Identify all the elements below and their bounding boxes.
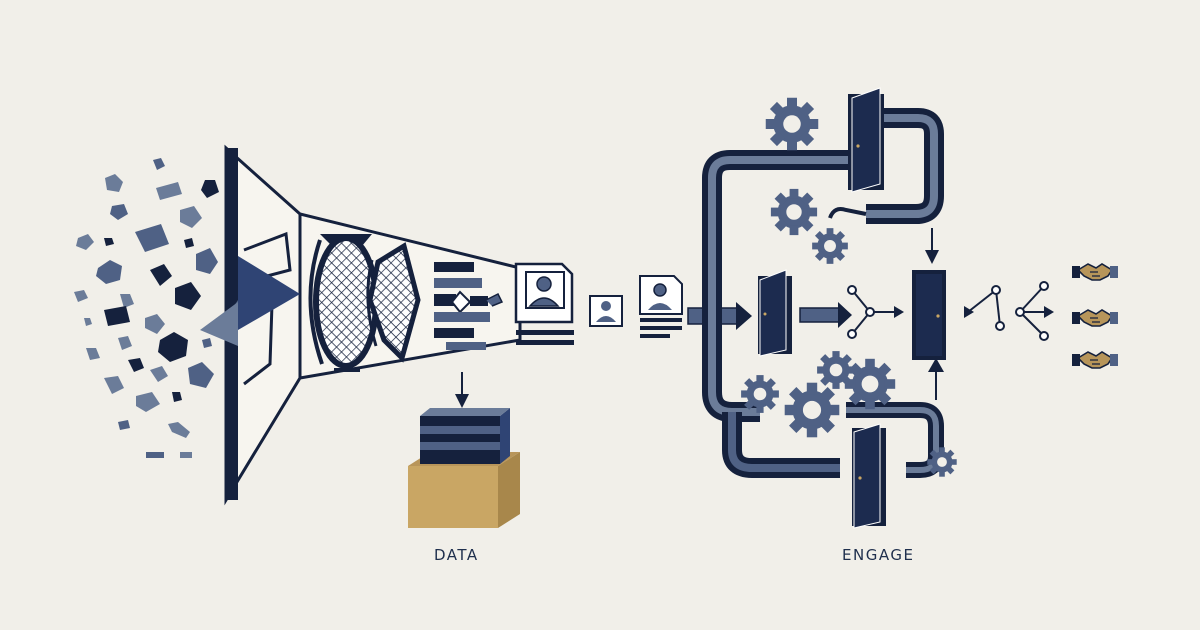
profile-document-icon bbox=[639, 275, 683, 338]
process-pipe bbox=[702, 108, 944, 478]
storage-box-icon bbox=[408, 408, 520, 528]
mesh-filter-icon bbox=[308, 234, 379, 372]
handshake-icon bbox=[1071, 263, 1119, 281]
branch-node-icon bbox=[964, 285, 1005, 331]
scattered-data-fragments-icon bbox=[74, 158, 219, 458]
stage-label-data: DATA bbox=[434, 546, 479, 564]
door-icon bbox=[912, 270, 946, 360]
profile-document-icon bbox=[514, 262, 574, 345]
stage-label-engage: ENGAGE bbox=[842, 546, 915, 564]
processing-unit-icon bbox=[434, 262, 504, 350]
door-icon bbox=[848, 87, 884, 193]
branch-node-icon bbox=[847, 285, 904, 339]
arrow-down-icon bbox=[455, 372, 469, 408]
branch-node-icon bbox=[1015, 281, 1054, 341]
door-icon bbox=[852, 423, 886, 529]
profile-document-icon bbox=[589, 295, 623, 327]
arrow-right-icon bbox=[799, 302, 852, 328]
mesh-filter-icon bbox=[366, 242, 421, 363]
handshake-icon bbox=[1071, 309, 1119, 327]
door-icon bbox=[758, 269, 792, 357]
handshake-icon bbox=[1071, 351, 1119, 369]
arrow-down-icon bbox=[925, 228, 939, 264]
